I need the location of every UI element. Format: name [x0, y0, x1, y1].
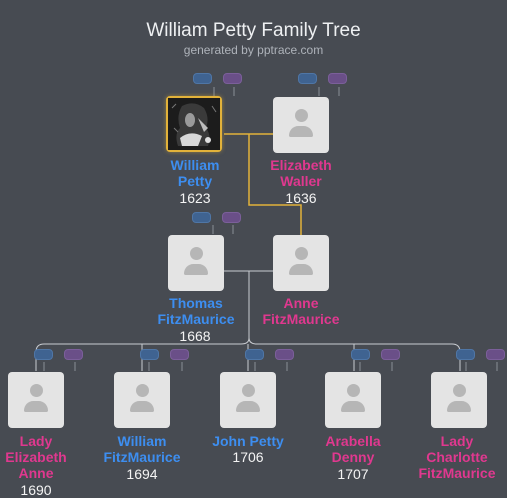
person-year-john-petty: 1706 — [232, 449, 264, 465]
avatar-placeholder-icon — [136, 384, 149, 397]
person-card-lady-elizabeth-anne[interactable] — [8, 372, 64, 428]
person-card-arabella-denny[interactable] — [325, 372, 381, 428]
expand-mother-button[interactable] — [64, 349, 83, 360]
expand-father-button[interactable] — [245, 349, 264, 360]
person-year-arabella-denny: 1707 — [337, 466, 369, 482]
expand-mother-button[interactable] — [170, 349, 189, 360]
person-year-william-petty: 1623 — [179, 190, 211, 206]
expand-father-button[interactable] — [298, 73, 317, 84]
person-year-william-fitzmaurice: 1694 — [126, 466, 158, 482]
avatar-placeholder-icon — [295, 109, 308, 122]
person-card-elizabeth-waller[interactable] — [273, 97, 329, 153]
person-card-william-fitzmaurice[interactable] — [114, 372, 170, 428]
avatar-placeholder-icon — [242, 384, 255, 397]
avatar-placeholder-icon — [190, 247, 203, 260]
avatar-placeholder-icon — [295, 247, 308, 260]
avatar-placeholder-icon — [453, 384, 466, 397]
avatar-placeholder-icon — [30, 384, 43, 397]
page-subtitle: generated by pptrace.com — [183, 43, 324, 57]
portrait-photo — [168, 98, 220, 150]
page-title: William Petty Family Tree — [146, 20, 361, 41]
person-card-thomas-fitzmaurice[interactable] — [168, 235, 224, 291]
expand-mother-button[interactable] — [328, 73, 347, 84]
person-year-lady-elizabeth-anne: 1690 — [20, 482, 52, 498]
expand-father-button[interactable] — [351, 349, 370, 360]
expand-father-button[interactable] — [193, 73, 212, 84]
expand-father-button[interactable] — [192, 212, 211, 223]
person-card-john-petty[interactable] — [220, 372, 276, 428]
person-year-elizabeth-waller: 1636 — [285, 190, 317, 206]
avatar-placeholder-icon — [347, 384, 360, 397]
expand-mother-button[interactable] — [223, 73, 242, 84]
expand-mother-button[interactable] — [222, 212, 241, 223]
expand-mother-button[interactable] — [381, 349, 400, 360]
person-name-john-petty[interactable]: John Petty — [212, 433, 284, 449]
person-card-william-petty[interactable] — [166, 96, 222, 152]
expand-father-button[interactable] — [140, 349, 159, 360]
expand-mother-button[interactable] — [486, 349, 505, 360]
person-year-thomas-fitzmaurice: 1668 — [179, 328, 211, 344]
expand-father-button[interactable] — [34, 349, 53, 360]
expand-father-button[interactable] — [456, 349, 475, 360]
person-card-anne-fitzmaurice[interactable] — [273, 235, 329, 291]
expand-mother-button[interactable] — [275, 349, 294, 360]
person-card-lady-charlotte-fitzmaurice[interactable] — [431, 372, 487, 428]
